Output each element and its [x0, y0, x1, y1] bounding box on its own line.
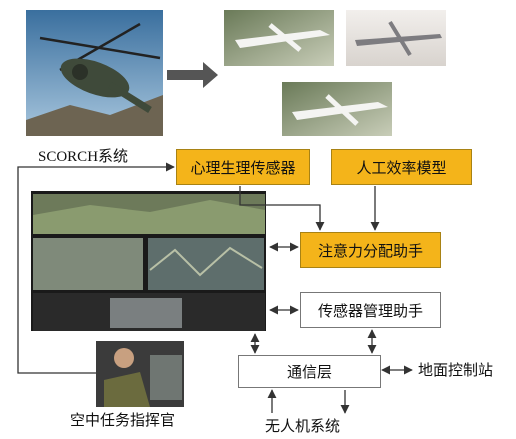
connection-lines: [17, 162, 413, 414]
drone-photo-2: [346, 10, 446, 66]
comm-layer-box: 通信层: [238, 355, 381, 388]
ground-station-label: 地面控制站: [418, 361, 494, 379]
transition-arrow: [167, 62, 218, 88]
human-efficiency-model-box: 人工效率模型: [331, 149, 472, 185]
sensor-manager-box: 传感器管理助手: [300, 292, 441, 328]
drone-photo-1: [224, 10, 334, 66]
helicopter-photo: [26, 10, 163, 136]
uav-system-label: 无人机系统: [265, 417, 341, 435]
air-mission-commander-label: 空中任务指挥官: [70, 411, 176, 429]
attention-assistant-box: 注意力分配助手: [300, 232, 441, 268]
scorch-system-label: SCORCH系统: [38, 149, 129, 165]
sensor-to-attention-line: [239, 186, 325, 231]
commander-photo: [96, 341, 184, 407]
psycho-sensor-box: 心理生理传感器: [176, 149, 310, 185]
drone-photo-3: [282, 82, 392, 136]
feedback-loop-line: [17, 162, 175, 374]
scorch-screens-photo: [31, 191, 266, 331]
